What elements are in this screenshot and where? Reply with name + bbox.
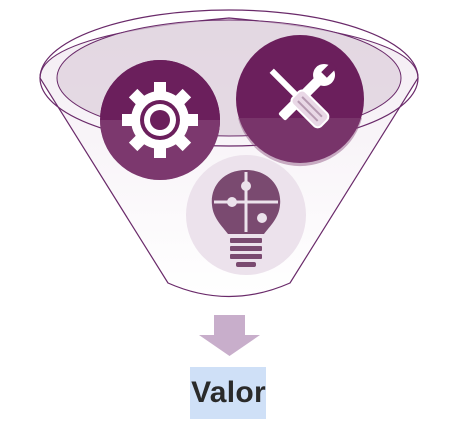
wrench-screwdriver-icon bbox=[269, 62, 337, 129]
tools-badge bbox=[236, 35, 364, 167]
output-label: Valor bbox=[191, 376, 266, 409]
puzzle-lightbulb-icon bbox=[211, 170, 281, 267]
gear-badge bbox=[100, 60, 220, 180]
output-label-box: Valor bbox=[190, 367, 266, 419]
idea-badge bbox=[186, 155, 306, 275]
gear-icon bbox=[122, 82, 198, 158]
down-arrow bbox=[199, 315, 260, 356]
